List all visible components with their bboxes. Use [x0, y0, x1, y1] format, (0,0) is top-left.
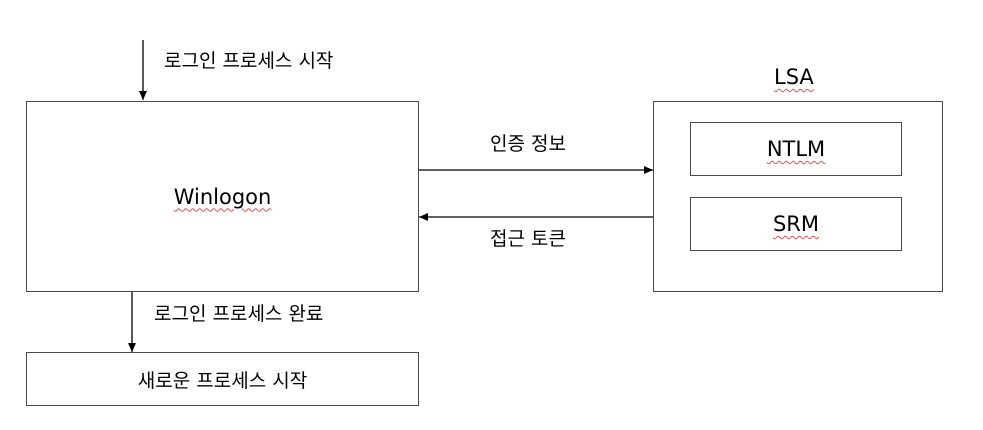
auth-info-label: 인증 정보 — [490, 133, 566, 155]
winlogon-label: Winlogon — [173, 184, 272, 209]
access-token-label: 접근 토큰 — [490, 228, 566, 250]
new-process-label: 새로운 프로세스 시작 — [137, 369, 308, 392]
ntlm-box: NTLM — [690, 122, 902, 176]
login-complete-label: 로그인 프로세스 완료 — [154, 303, 324, 325]
new-process-box: 새로운 프로세스 시작 — [26, 352, 419, 406]
login-start-label: 로그인 프로세스 시작 — [164, 50, 334, 72]
winlogon-box: Winlogon — [26, 101, 419, 292]
srm-box: SRM — [690, 197, 902, 251]
ntlm-label: NTLM — [766, 137, 826, 161]
srm-label: SRM — [772, 212, 820, 236]
lsa-title: LSA — [774, 65, 814, 89]
